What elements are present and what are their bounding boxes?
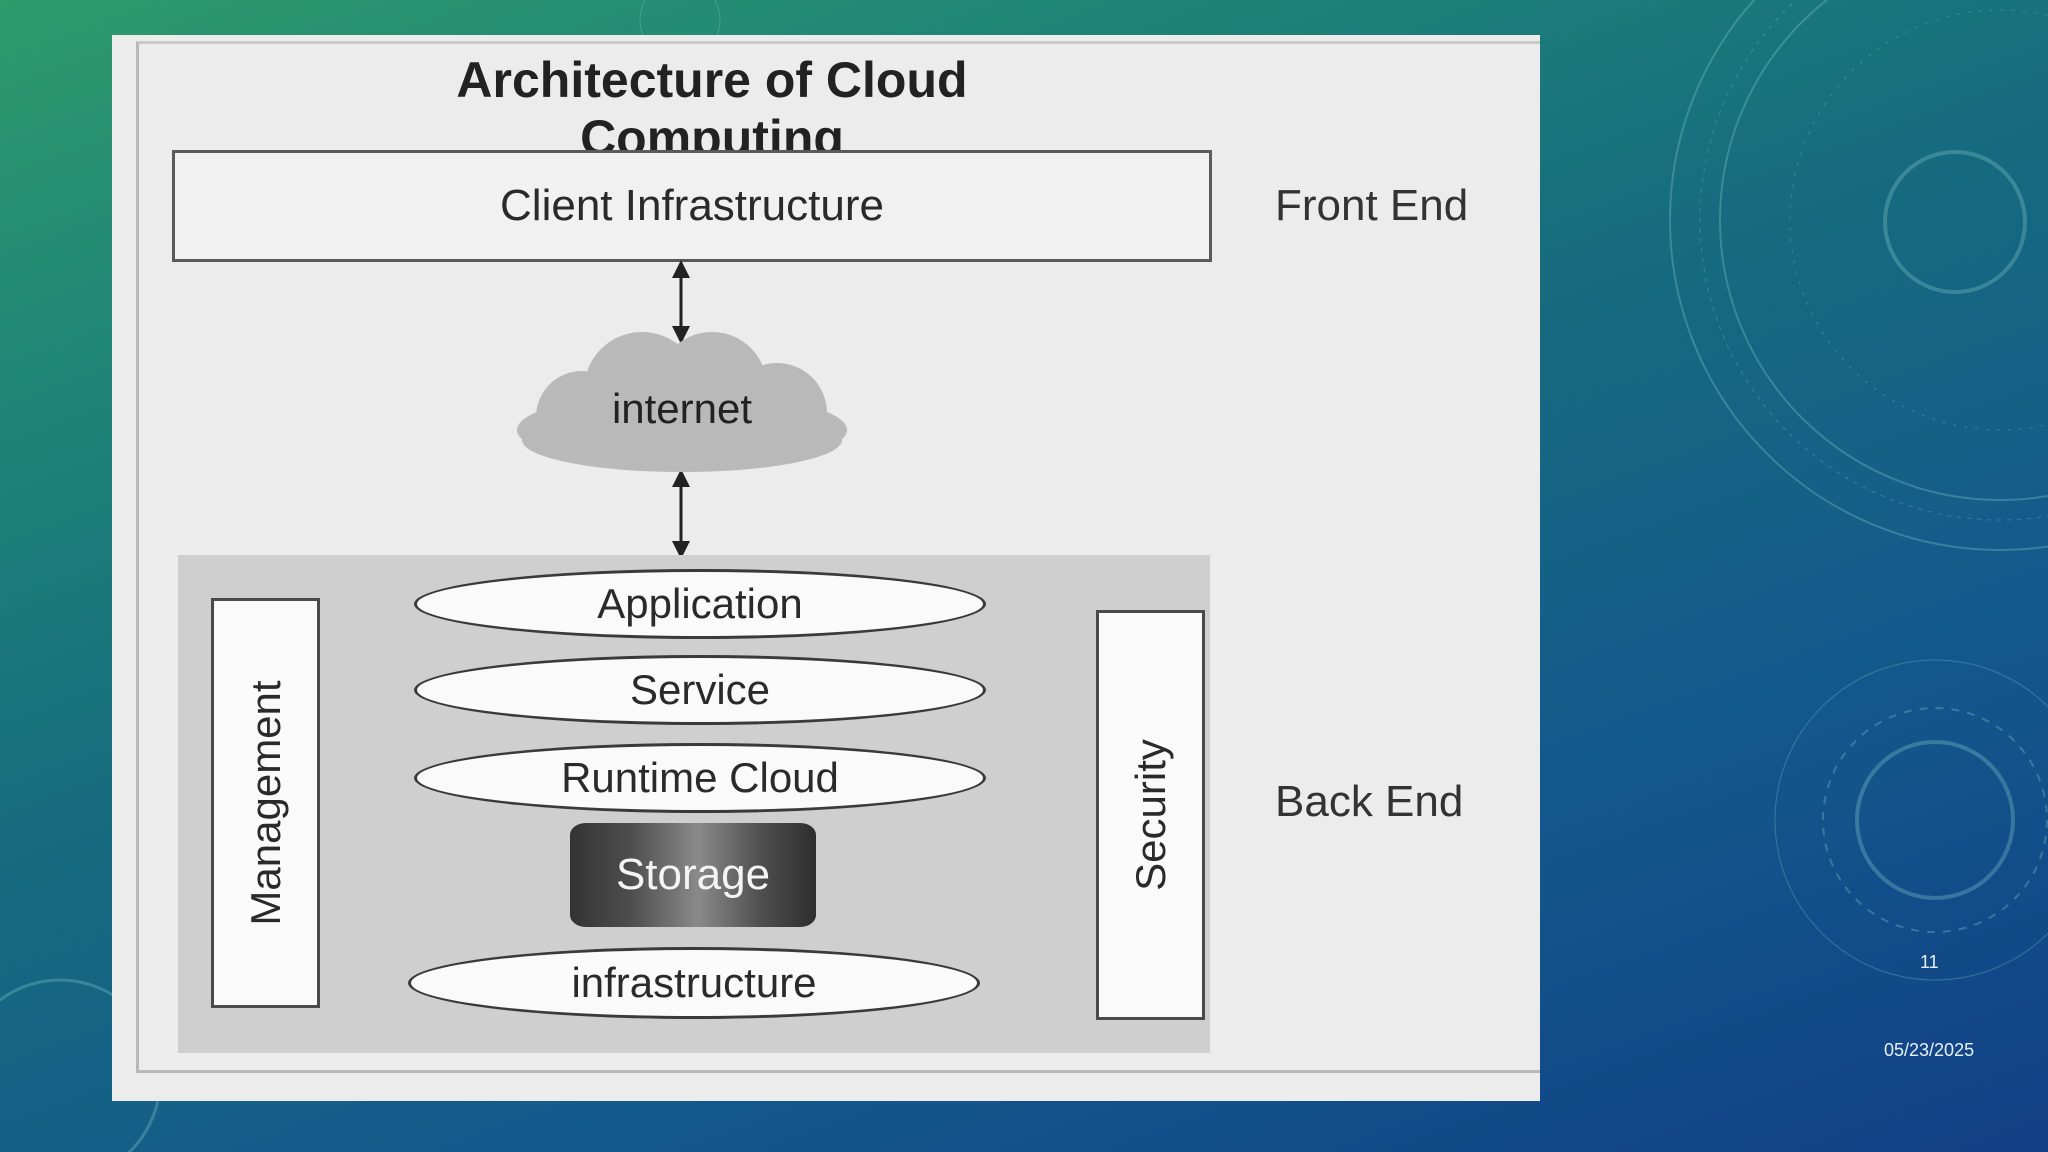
image-frame [136, 41, 1540, 1073]
slide-number: 11 [1920, 952, 1939, 972]
runtime-cloud-layer: Runtime Cloud [414, 743, 986, 813]
cloud-icon [517, 332, 847, 472]
back-end-label: Back End [1275, 777, 1464, 826]
management-label: Management [241, 680, 289, 926]
slide-date: 05/23/2025 [1884, 1040, 1975, 1060]
architecture-diagram-image: Architecture of Cloud Computing Client I… [112, 35, 1540, 1101]
internet-label: internet [611, 385, 753, 432]
client-infrastructure-box: Client Infrastructure [172, 150, 1212, 262]
back-end-panel: Management Security Application Service … [178, 555, 1210, 1053]
storage-cylinder: Storage [570, 823, 816, 927]
security-box: Security [1096, 610, 1205, 1020]
front-end-label: Front End [1275, 181, 1469, 230]
management-box: Management [211, 598, 320, 1008]
service-layer: Service [414, 655, 986, 725]
connector-arrows [517, 260, 847, 559]
infrastructure-layer: infrastructure [408, 947, 980, 1019]
application-layer: Application [414, 569, 986, 639]
security-label: Security [1126, 739, 1174, 891]
